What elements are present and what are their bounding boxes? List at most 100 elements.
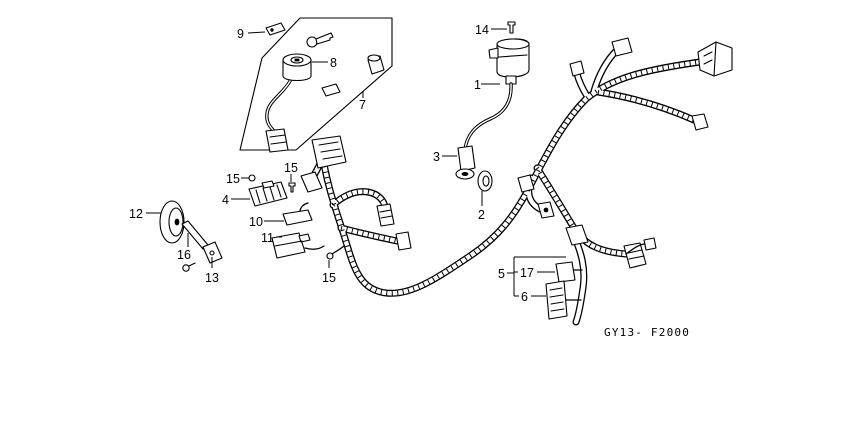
leader-9	[247, 31, 266, 34]
callout-11: 11	[261, 231, 274, 245]
connector-left-main	[311, 135, 347, 169]
spark-plug-cap	[455, 145, 476, 180]
connector-mid-trunk	[517, 174, 535, 193]
bolt-15-upper	[288, 182, 296, 193]
horn-arm	[181, 220, 209, 250]
wire-right-small	[625, 243, 646, 255]
connector-top-b1	[611, 37, 633, 57]
callout-15-lower: 15	[322, 271, 336, 285]
spark-plug-lead-fill	[464, 83, 512, 150]
sub-harness-group	[545, 224, 589, 320]
harness-connectors	[300, 37, 733, 269]
regulator-fins	[255, 184, 282, 204]
connector-right-small	[643, 237, 657, 251]
leader-lines	[146, 28, 566, 297]
part-4-regulator	[248, 180, 288, 207]
part-10-body	[282, 209, 313, 226]
ignition-coil-seam	[498, 54, 528, 58]
ignition-coil-tab	[488, 47, 499, 59]
connector-left-small	[300, 171, 323, 193]
part-11-relay	[271, 232, 311, 259]
connector-b6	[376, 203, 395, 227]
regulator-connector	[261, 180, 275, 189]
callout-15-left: 15	[226, 172, 240, 186]
wire-harness-fill	[310, 50, 700, 322]
relay-tab	[298, 233, 311, 243]
ignition-switch-connector-detail	[269, 134, 287, 145]
wire-harness-outline	[310, 50, 700, 322]
ground-wire	[331, 245, 345, 255]
callout-3: 3	[433, 150, 440, 164]
connector-b7	[395, 231, 412, 251]
connector-b6-detail	[379, 209, 393, 219]
part-9-key-blank	[265, 22, 286, 36]
sub-harness-connector	[565, 224, 589, 246]
callout-15-upper: 15	[284, 161, 298, 175]
bolt-15-left	[248, 174, 256, 182]
spark-plug-lead-outline	[463, 82, 513, 151]
grommet-inner	[482, 175, 490, 187]
ignition-switch-connector	[265, 128, 289, 153]
ignition-switch	[282, 53, 312, 82]
connector-main-coupler-detail	[703, 41, 717, 77]
set-7-frame	[239, 17, 393, 151]
callout-12: 12	[129, 207, 143, 221]
callout-2: 2	[478, 208, 485, 222]
bolt-16-head	[182, 264, 190, 272]
connector-top-b2	[569, 60, 585, 77]
part-9-key-hole	[270, 28, 274, 32]
callout-7: 7	[359, 98, 366, 112]
relay-body	[271, 232, 306, 259]
key-blade	[315, 32, 334, 45]
part-6-fuse-box-detail	[549, 287, 565, 312]
part-17-connector	[555, 261, 576, 283]
part-13-bracket	[202, 241, 223, 264]
callout-8: 8	[330, 56, 337, 70]
ignition-switch-wire-fill	[266, 80, 291, 132]
ignition-switch-keyway	[294, 58, 300, 62]
part-10-lead	[299, 202, 309, 212]
relay-wire	[304, 245, 325, 250]
callout-16: 16	[177, 248, 191, 262]
ignition-coil-top	[496, 38, 530, 50]
key-head	[306, 36, 318, 48]
connector-b3-end	[691, 113, 709, 131]
part-6-fuse-box	[545, 280, 568, 320]
callout-10: 10	[249, 215, 263, 229]
callout-9: 9	[237, 27, 244, 41]
lock-cylinder	[367, 54, 385, 75]
lock-part-small	[321, 83, 341, 97]
bolt-16-shank	[188, 262, 196, 267]
grommet	[477, 170, 493, 192]
callout-labels: 9 8 7 14 1 3 2 15 15 4 12 10 11 16 13 15…	[129, 23, 534, 304]
callout-13: 13	[205, 271, 219, 285]
screw-14	[507, 21, 516, 34]
lock-cylinder-face	[367, 54, 381, 62]
spark-plug-cap-body	[457, 145, 476, 172]
callout-14: 14	[475, 23, 489, 37]
horn-center	[174, 218, 180, 226]
callout-5: 5	[498, 267, 505, 281]
callout-4: 4	[222, 193, 229, 207]
callout-1: 1	[474, 78, 481, 92]
spark-plug-cap-hole	[461, 171, 469, 176]
part-12-horn	[159, 200, 209, 250]
harness-branch-fill	[341, 228, 397, 241]
ignition-keys	[306, 32, 334, 48]
bolt-16	[182, 262, 196, 272]
relay-seam	[274, 240, 303, 247]
callout-17: 17	[520, 266, 534, 280]
diagram-code: GY13- F2000	[604, 326, 690, 339]
bracket-hole	[209, 250, 215, 256]
bolt-15-lower	[326, 252, 334, 260]
callout-6: 6	[521, 290, 528, 304]
leader-5-bracket	[507, 256, 566, 297]
part-10	[282, 202, 313, 226]
connector-left-main-detail	[318, 141, 343, 160]
ground-terminal	[326, 245, 345, 260]
connector-b5-terminal	[543, 207, 549, 213]
connector-right-lower	[623, 242, 647, 269]
ignition-coil	[488, 38, 530, 85]
connector-right-lower-detail	[627, 249, 645, 260]
